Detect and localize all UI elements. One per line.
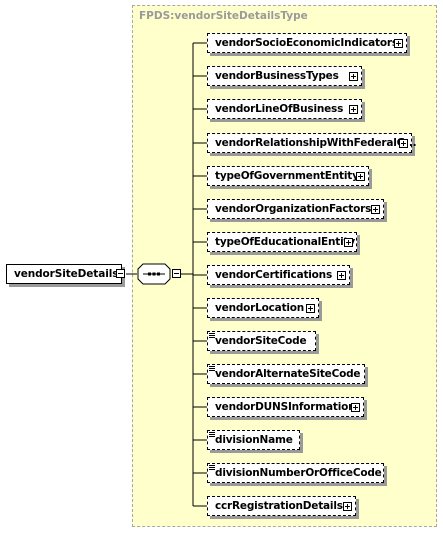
sequence-collapse-icon[interactable] [172, 269, 181, 278]
element-label: vendorAlternateSiteCode [215, 368, 361, 380]
element-division-number-or-office-code[interactable]: divisionNumberOrOfficeCode [207, 463, 384, 483]
element-label: vendorDUNSInformation [215, 401, 356, 413]
element-label: vendorRelationshipWithFederalG... [215, 137, 417, 149]
expand-icon[interactable] [351, 403, 360, 412]
element-label: vendorBusinessTypes [215, 70, 339, 82]
expand-icon[interactable] [349, 105, 358, 114]
element-ccr-registration-details[interactable]: ccrRegistrationDetails [207, 496, 356, 516]
type-name-label: FPDS:vendorSiteDetailsType [139, 10, 308, 22]
element-vendor-relationship-with-federal-g[interactable]: vendorRelationshipWithFederalG... [207, 133, 417, 153]
sequence-compositor-icon [137, 263, 171, 285]
element-label: vendorLocation [215, 302, 305, 314]
element-label: divisionNumberOrOfficeCode [215, 467, 382, 479]
expand-icon[interactable] [399, 139, 408, 148]
element-vendor-dunsinformation[interactable]: vendorDUNSInformation [207, 397, 364, 417]
element-label: vendorSiteCode [215, 335, 307, 347]
element-label: vendorLineOfBusiness [215, 103, 344, 115]
element-vendor-socio-economic-indicators[interactable]: vendorSocioEconomicIndicators [207, 33, 407, 53]
expand-icon[interactable] [344, 238, 353, 247]
expand-icon[interactable] [306, 304, 315, 313]
expand-icon[interactable] [349, 72, 358, 81]
element-label: ccrRegistrationDetails [215, 500, 343, 512]
expand-icon[interactable] [356, 172, 365, 181]
element-label: vendorCertifications [215, 269, 333, 281]
expand-icon[interactable] [337, 271, 346, 280]
element-division-name[interactable]: divisionName [207, 430, 300, 450]
element-label: typeOfGovernmentEntity [215, 170, 359, 182]
element-type-of-government-entity[interactable]: typeOfGovernmentEntity [207, 166, 369, 186]
simple-content-icon [209, 432, 215, 437]
root-collapse-icon[interactable] [116, 269, 125, 278]
element-vendor-business-types[interactable]: vendorBusinessTypes [207, 66, 362, 86]
element-vendor-location[interactable]: vendorLocation [207, 298, 319, 318]
simple-content-icon [209, 465, 215, 470]
root-element-label: vendorSiteDetails [14, 268, 119, 280]
element-label: divisionName [215, 434, 293, 446]
root-element-box[interactable]: vendorSiteDetails [6, 264, 122, 284]
element-type-of-educational-entity[interactable]: typeOfEducationalEntity [207, 232, 357, 252]
simple-content-icon [209, 366, 215, 371]
element-label: typeOfEducationalEntity [215, 236, 355, 248]
expand-icon[interactable] [371, 205, 380, 214]
simple-content-icon [209, 333, 215, 338]
element-vendor-organization-factors[interactable]: vendorOrganizationFactors [207, 199, 384, 219]
element-vendor-site-code[interactable]: vendorSiteCode [207, 331, 316, 351]
element-vendor-line-of-business[interactable]: vendorLineOfBusiness [207, 99, 362, 119]
element-vendor-alternate-site-code[interactable]: vendorAlternateSiteCode [207, 364, 365, 384]
expand-icon[interactable] [343, 502, 352, 511]
expand-icon[interactable] [394, 39, 403, 48]
element-label: vendorOrganizationFactors [215, 203, 372, 215]
element-vendor-certifications[interactable]: vendorCertifications [207, 265, 350, 285]
element-label: vendorSocioEconomicIndicators [215, 37, 398, 49]
